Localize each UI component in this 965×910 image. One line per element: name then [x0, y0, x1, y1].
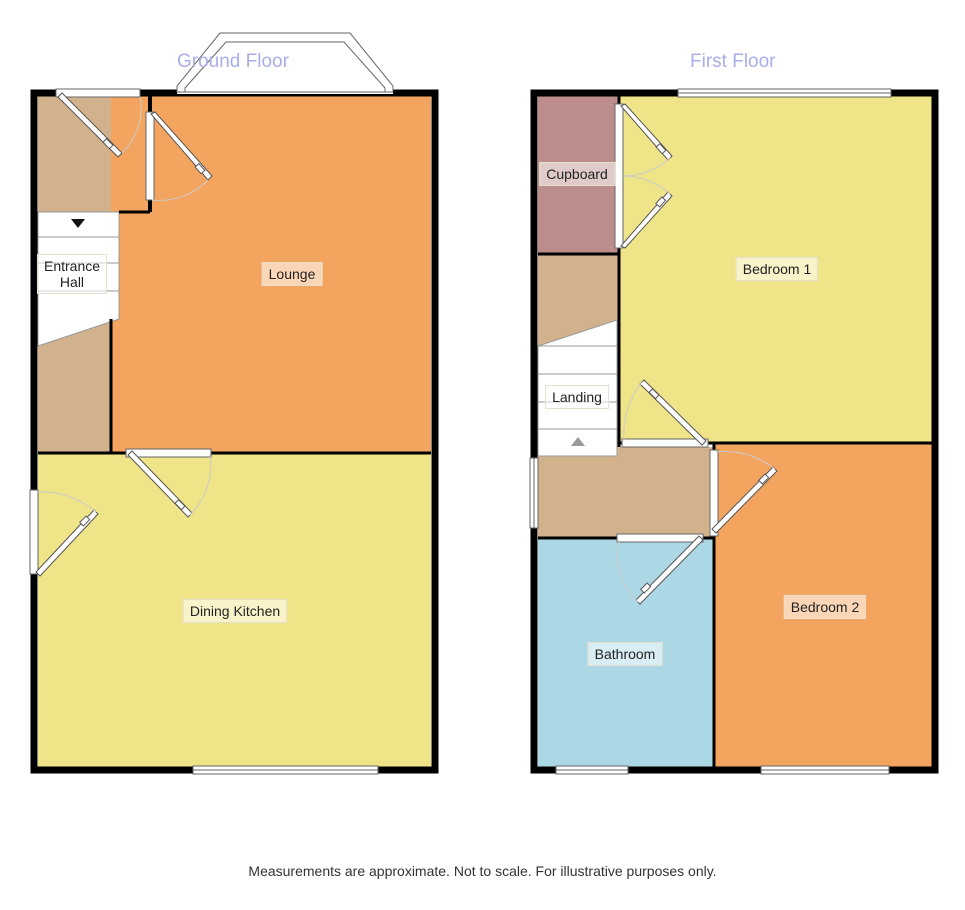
- first-floor-title: First Floor: [690, 51, 776, 72]
- stair-up-arrow-icon: [571, 437, 585, 446]
- kitchen-door-opening: [125, 448, 212, 458]
- cupboard-door-lower: [620, 175, 673, 249]
- ground-floor-title: Ground Floor: [177, 51, 289, 72]
- bathroom-door-opening: [616, 533, 704, 543]
- front-door: [57, 92, 142, 158]
- front-entrance-opening: [55, 88, 141, 98]
- kitchen-window: [192, 765, 379, 775]
- cupboard-door-upper: [620, 103, 673, 177]
- bedroom1-window: [677, 88, 892, 98]
- lounge-label: Lounge: [261, 262, 323, 286]
- disclaimer-note: Measurements are approximate. Not to sca…: [248, 863, 717, 879]
- bedroom1-door-opening: [621, 438, 709, 448]
- landing-window: [529, 457, 539, 529]
- bedroom1-door: [623, 379, 707, 446]
- lounge-door-opening: [145, 111, 155, 201]
- bathroom-door: [616, 535, 704, 605]
- bathroom-window: [555, 765, 629, 775]
- lounge-door: [150, 111, 213, 201]
- bedroom1-label: Bedroom 1: [735, 257, 819, 281]
- stair-down-arrow-icon: [71, 219, 85, 228]
- bedroom2-door-opening: [709, 449, 719, 537]
- landing-label: Landing: [545, 385, 609, 409]
- bathroom-label: Bathroom: [587, 642, 663, 666]
- lounge-fill-upper: [150, 96, 431, 212]
- bay-window: [176, 32, 394, 94]
- entrance-hall-label: Entrance Hall: [36, 254, 108, 294]
- first-floor-plan: [529, 88, 939, 775]
- cupboard-door-opening: [614, 103, 624, 249]
- bedroom2-label: Bedroom 2: [783, 595, 867, 619]
- dining-kitchen-label: Dining Kitchen: [182, 599, 288, 623]
- ground-floor-plan: [29, 32, 439, 775]
- cupboard-label: Cupboard: [539, 162, 615, 186]
- side-door: [35, 491, 99, 577]
- bedroom2-window: [760, 765, 890, 775]
- kitchen-door: [127, 450, 212, 518]
- landing-lower-fill: [538, 447, 714, 538]
- side-door-opening: [29, 489, 39, 575]
- bedroom2-door: [711, 451, 778, 534]
